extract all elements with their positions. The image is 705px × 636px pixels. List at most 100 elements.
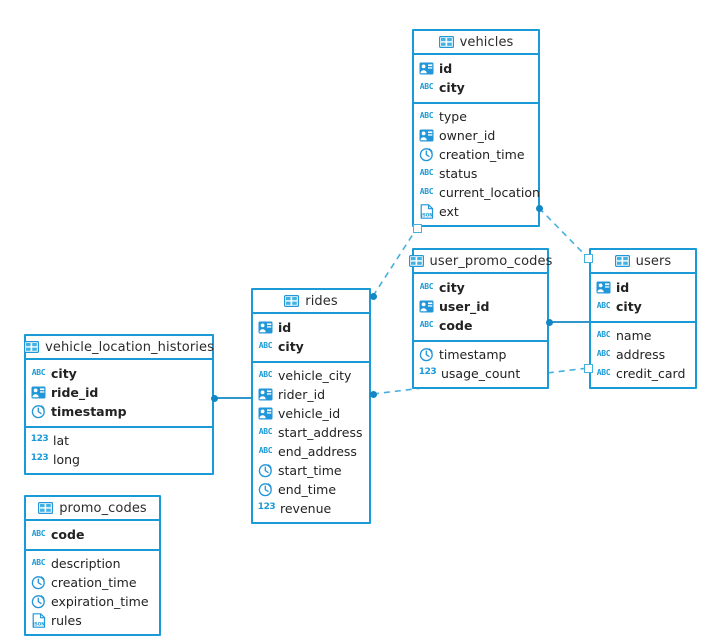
primary-key-row[interactable]: user_id xyxy=(414,297,547,316)
column-name: start_address xyxy=(278,425,363,440)
column-name: id xyxy=(616,280,630,295)
column-name: timestamp xyxy=(439,347,507,362)
123-icon: 123 xyxy=(257,502,276,512)
column-name: city xyxy=(616,299,642,314)
abc-icon: ABC xyxy=(419,81,434,91)
primary-key-row[interactable]: ride_id xyxy=(26,383,212,402)
relationship-endpoint-rel-rides-users-from xyxy=(369,390,377,398)
table-header-vehicle_location_histories[interactable]: vehicle_location_histories xyxy=(24,336,214,360)
primary-key-row[interactable]: id xyxy=(253,318,369,337)
table-title: rides xyxy=(305,293,338,309)
column-row[interactable]: expiration_time xyxy=(26,592,159,611)
column-row[interactable]: creation_time xyxy=(414,145,538,164)
relationship-endpoint-rel-vehicles-users-to xyxy=(583,253,593,263)
primary-key-row[interactable]: timestamp xyxy=(26,402,212,421)
column-name: id xyxy=(278,320,292,335)
column-row[interactable]: 123 usage_count xyxy=(414,364,547,383)
column-row[interactable]: end_time xyxy=(253,480,369,499)
column-name: owner_id xyxy=(439,128,496,143)
table-header-rides[interactable]: rides xyxy=(253,290,369,314)
123-icon: 123 xyxy=(30,434,49,444)
primary-key-row[interactable]: id xyxy=(591,278,695,297)
svg-text:JSON: JSON xyxy=(32,622,45,627)
json-document-icon: JSON xyxy=(419,204,434,219)
table-header-promo_codes[interactable]: promo_codes xyxy=(26,497,159,521)
relationship-endpoint-rel-vehicles-rides-from xyxy=(369,292,377,300)
id-badge-icon xyxy=(596,280,611,295)
abc-icon: ABC xyxy=(258,369,273,379)
table-title: vehicles xyxy=(459,34,514,50)
id-badge-icon xyxy=(258,406,273,421)
abc-icon: ABC xyxy=(596,348,611,358)
abc-icon: ABC xyxy=(258,445,273,455)
column-row[interactable]: start_time xyxy=(253,461,369,480)
column-name: creation_time xyxy=(439,147,525,162)
abc-icon: ABC xyxy=(31,557,46,567)
table-title: promo_codes xyxy=(59,500,147,516)
table-header-vehicles[interactable]: vehicles xyxy=(414,31,538,55)
column-row[interactable]: rider_id xyxy=(253,385,369,404)
clock-icon xyxy=(258,482,273,497)
column-name: expiration_time xyxy=(51,594,149,609)
table-header-user_promo_codes[interactable]: user_promo_codes xyxy=(408,250,552,274)
column-row[interactable]: vehicle_id xyxy=(253,404,369,423)
table-grid-icon xyxy=(24,340,40,355)
column-row[interactable]: timestamp xyxy=(414,345,547,364)
id-badge-icon xyxy=(258,320,273,335)
primary-key-row[interactable]: id xyxy=(414,59,538,78)
column-name: usage_count xyxy=(441,366,521,381)
relationship-endpoint-rel-vehicles-rides-to xyxy=(412,223,422,233)
id-badge-icon xyxy=(419,299,434,314)
column-name: city xyxy=(439,280,465,295)
clock-icon xyxy=(31,594,46,609)
abc-icon: ABC xyxy=(596,329,611,339)
column-row[interactable]: creation_time xyxy=(26,573,159,592)
column-name: city xyxy=(278,339,304,354)
column-row[interactable]: owner_id xyxy=(414,126,538,145)
column-name: type xyxy=(439,109,467,124)
123-icon: 123 xyxy=(418,367,437,377)
table-header-users[interactable]: users xyxy=(591,250,695,274)
id-badge-icon xyxy=(419,61,434,76)
relationship-endpoint-rel-rides-users-to xyxy=(583,363,593,373)
table-grid-icon xyxy=(284,294,300,309)
id-badge-icon xyxy=(258,387,273,402)
abc-icon: ABC xyxy=(419,319,434,329)
column-name: creation_time xyxy=(51,575,137,590)
table-grid-icon xyxy=(614,254,630,269)
clock-icon xyxy=(419,147,434,162)
